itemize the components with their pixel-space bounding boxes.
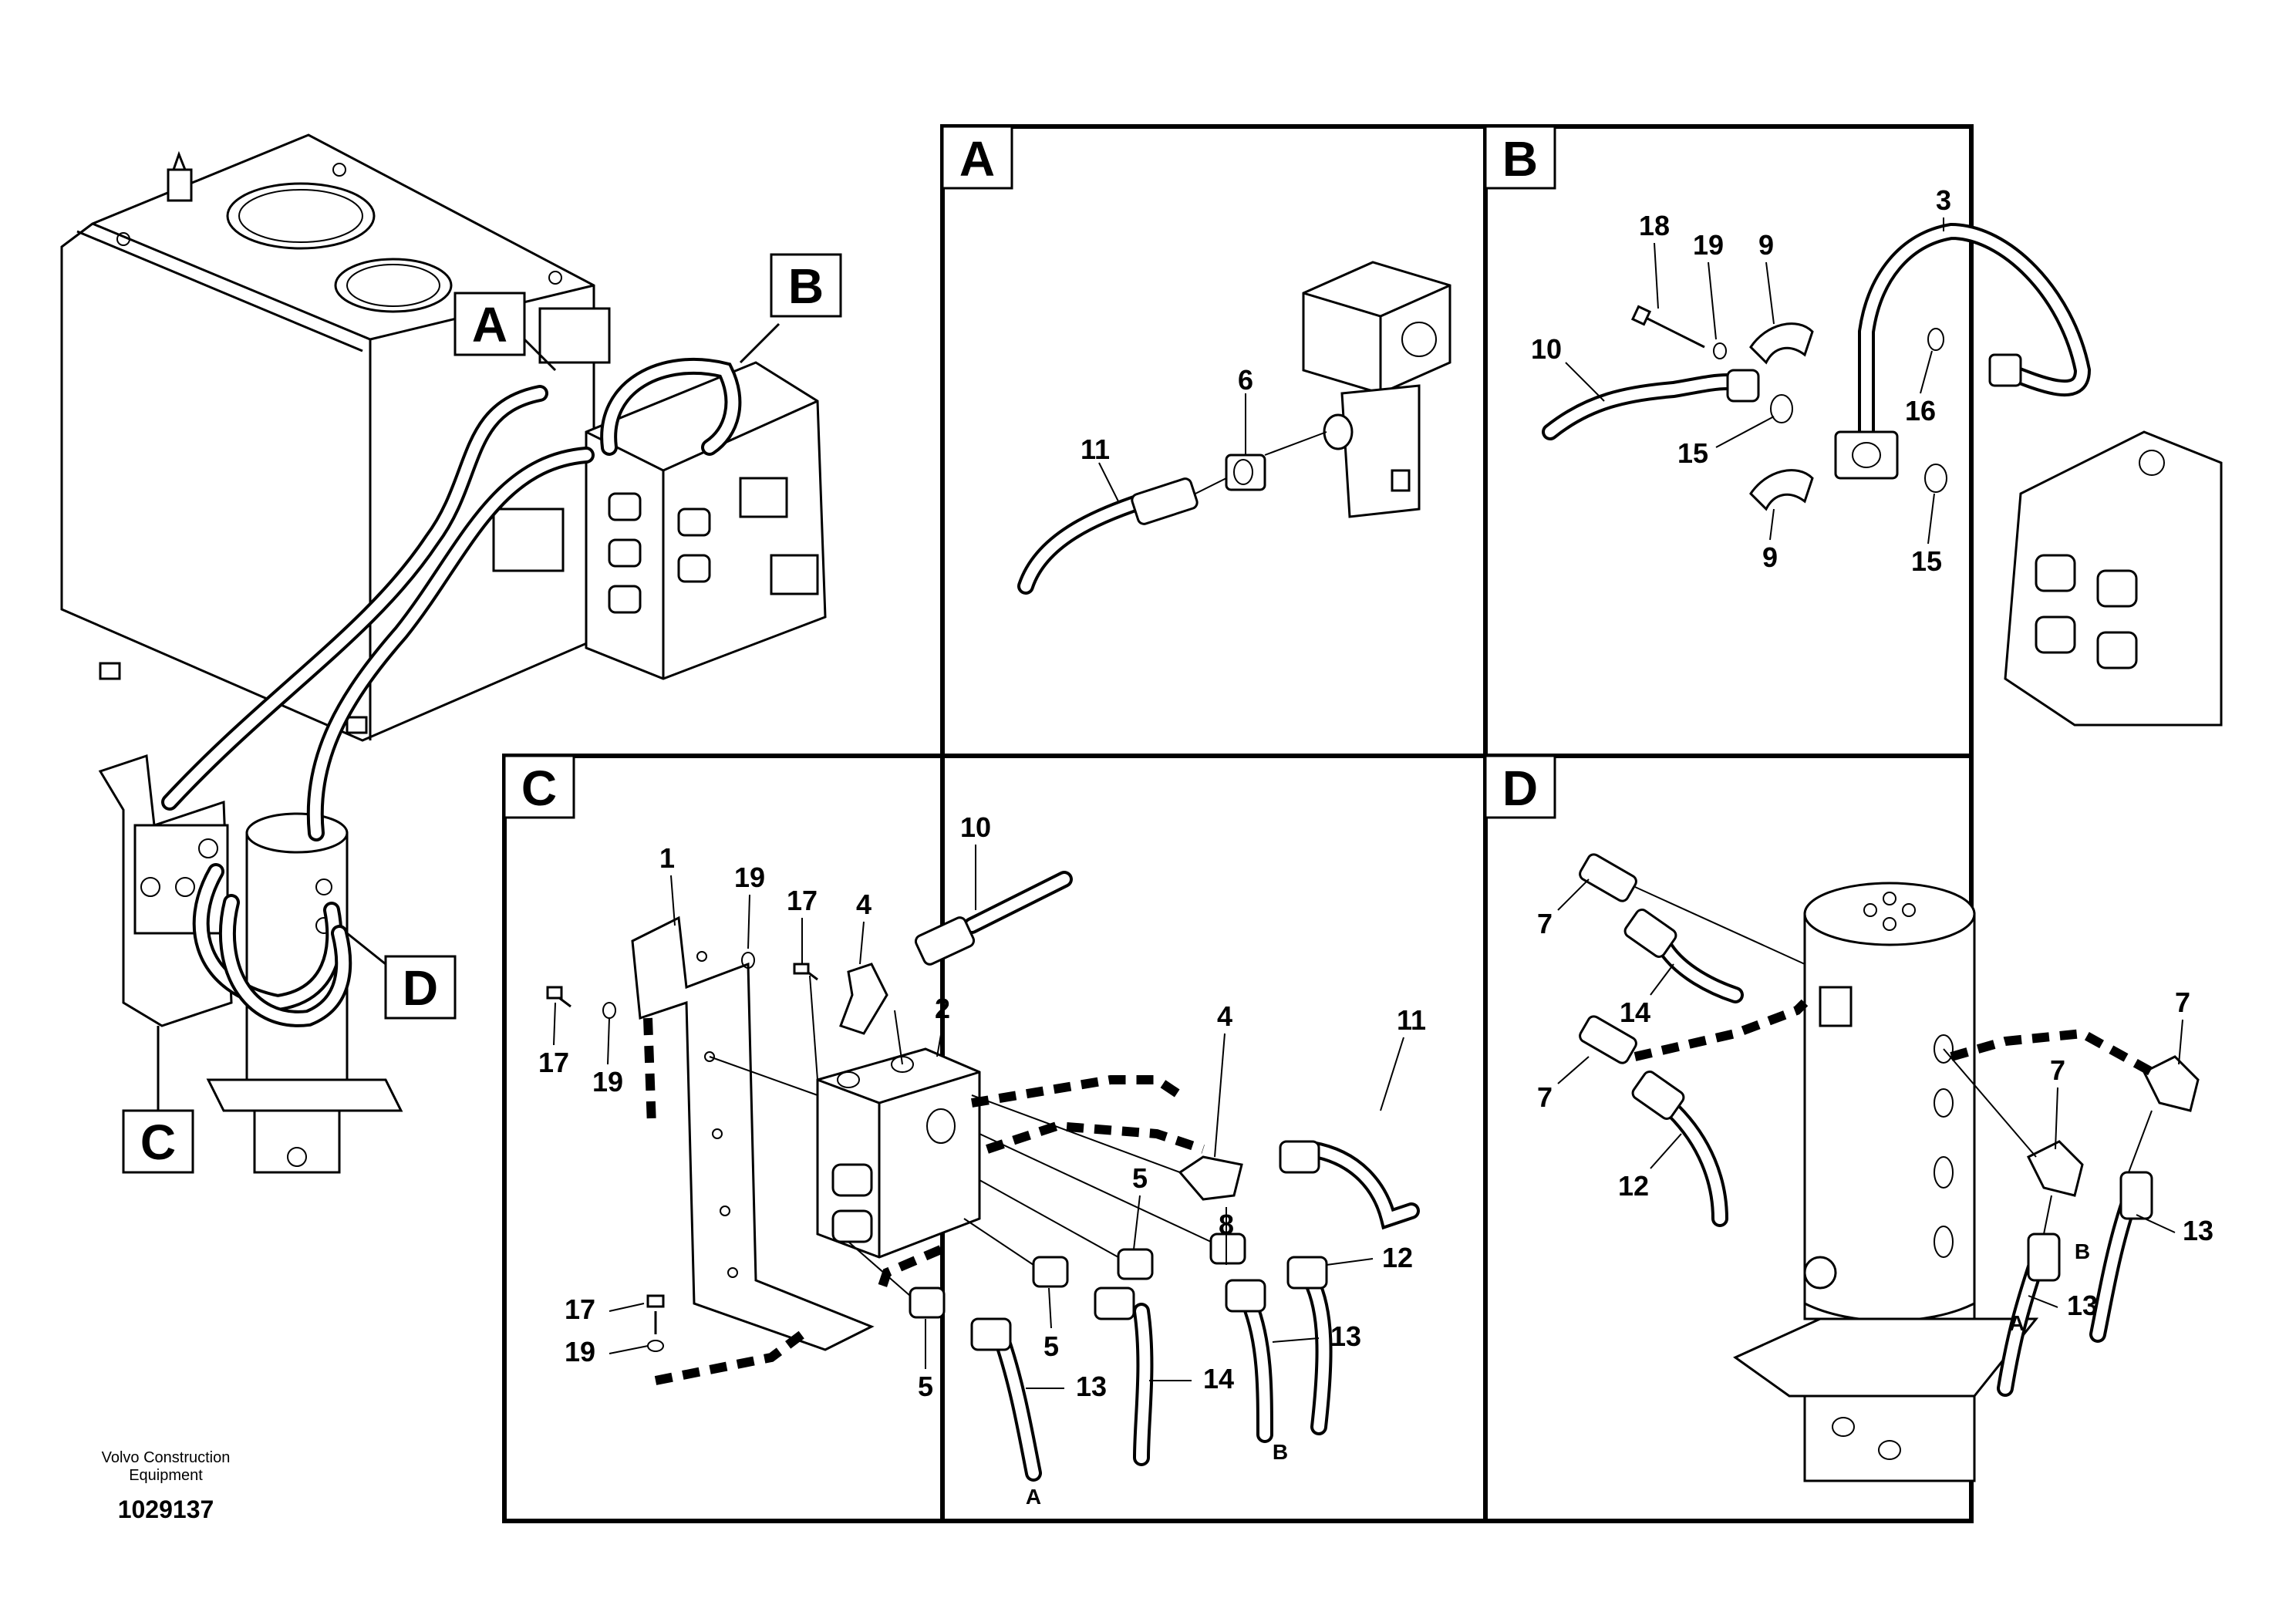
panel-tag-a: A	[941, 125, 1013, 190]
label-b-19: 19	[1693, 229, 1724, 261]
label-b-9-top: 9	[1758, 229, 1774, 261]
label-c-13-right: 13	[1330, 1320, 1361, 1352]
callout-d-label: D	[403, 960, 438, 1016]
panel-tag-b: B	[1484, 125, 1556, 190]
panel-a-drawing	[1017, 261, 1451, 595]
panel-b-tag: B	[1502, 131, 1538, 187]
callout-d[interactable]: D	[384, 955, 457, 1020]
label-c-17-bottom: 17	[565, 1293, 595, 1325]
callout-a[interactable]: A	[453, 292, 526, 356]
panel-d-drawing	[1579, 853, 2200, 1482]
panel-d-tag: D	[1502, 760, 1538, 816]
leader-d	[346, 932, 386, 966]
label-c-10: 10	[960, 811, 991, 843]
maker-line-2: Equipment	[129, 1467, 203, 1484]
hydraulic-hoses	[161, 357, 742, 1027]
label-d-7-top-left: 7	[1537, 908, 1553, 939]
callout-c[interactable]: C	[122, 1109, 194, 1174]
label-b-15-left: 15	[1677, 437, 1708, 469]
panel-a-labels: 6 11	[1081, 364, 1253, 502]
label-d-7-mid-left: 7	[1537, 1081, 1553, 1113]
hydraulic-tank	[60, 133, 595, 742]
label-c-17-left: 17	[538, 1047, 569, 1078]
label-c-19-top: 19	[734, 862, 765, 893]
footer: Volvo Construction Equipment 1029137	[102, 1449, 231, 1523]
panel-c-labels: 1 19 17 10 4 2 4 11 17 19 5 8 12 5 13 14…	[538, 811, 1426, 1509]
panel-tag-d: D	[1484, 754, 1556, 819]
label-c-4-top: 4	[856, 889, 872, 920]
label-c-19-bottom: 19	[565, 1336, 595, 1367]
label-c-a: A	[1026, 1485, 1041, 1509]
label-a-11: 11	[1081, 433, 1110, 465]
label-c-13-left: 13	[1076, 1371, 1107, 1402]
label-c-19-left: 19	[592, 1066, 623, 1098]
label-d-7-mid-right: 7	[2050, 1054, 2065, 1086]
mounting-bracket	[98, 754, 233, 1027]
label-b-16: 16	[1905, 395, 1936, 427]
leader-b	[739, 322, 781, 364]
label-d-a: A	[2009, 1311, 2025, 1335]
label-b-15-right: 15	[1911, 545, 1942, 577]
label-d-7-right: 7	[2175, 986, 2190, 1018]
label-b-18: 18	[1639, 210, 1670, 241]
label-c-4-right: 4	[1217, 1000, 1232, 1032]
label-c-12: 12	[1382, 1242, 1413, 1273]
panel-c-drawing	[546, 871, 1420, 1482]
label-c-5-low: 5	[1043, 1330, 1059, 1362]
label-c-2: 2	[935, 993, 950, 1024]
document-number: 1029137	[118, 1496, 214, 1523]
panel-c-tag: C	[521, 760, 557, 816]
label-d-13-right: 13	[2183, 1215, 2213, 1246]
label-c-14: 14	[1203, 1363, 1234, 1394]
label-a-6: 6	[1238, 364, 1253, 396]
fitting-6	[1225, 454, 1266, 491]
label-c-b: B	[1273, 1440, 1288, 1464]
panel-tag-c: C	[503, 754, 575, 819]
callout-c-label: C	[140, 1114, 176, 1170]
callout-b[interactable]: B	[770, 253, 842, 318]
control-valve-block	[538, 307, 827, 680]
callout-a-label: A	[472, 297, 507, 352]
label-c-11: 11	[1397, 1004, 1426, 1036]
label-c-5-mid: 5	[1132, 1162, 1148, 1194]
callout-b-label: B	[788, 258, 824, 314]
label-b-3: 3	[1936, 184, 1951, 216]
label-c-1: 1	[659, 842, 675, 874]
label-c-5-left: 5	[918, 1371, 933, 1402]
panel-d-labels: 7 14 7 12 7 7 13 13 B A	[1537, 878, 2213, 1335]
label-b-9-bottom: 9	[1762, 541, 1778, 573]
label-d-12: 12	[1618, 1170, 1649, 1202]
label-d-b: B	[2075, 1239, 2090, 1263]
panel-a-tag: A	[959, 131, 995, 187]
overview-illustration	[60, 133, 827, 1174]
hose-11	[1017, 477, 1199, 595]
label-c-17-top: 17	[787, 885, 818, 916]
leader-a	[523, 338, 557, 372]
panel-b-drawing	[1542, 222, 2223, 727]
panel-b-labels: 18 19 9 3 10 16 15 15 9	[1531, 184, 1951, 577]
label-d-13-left: 13	[2067, 1290, 2098, 1321]
label-d-14: 14	[1620, 996, 1650, 1028]
maker-line-1: Volvo Construction	[102, 1449, 231, 1466]
label-b-10: 10	[1531, 333, 1562, 365]
